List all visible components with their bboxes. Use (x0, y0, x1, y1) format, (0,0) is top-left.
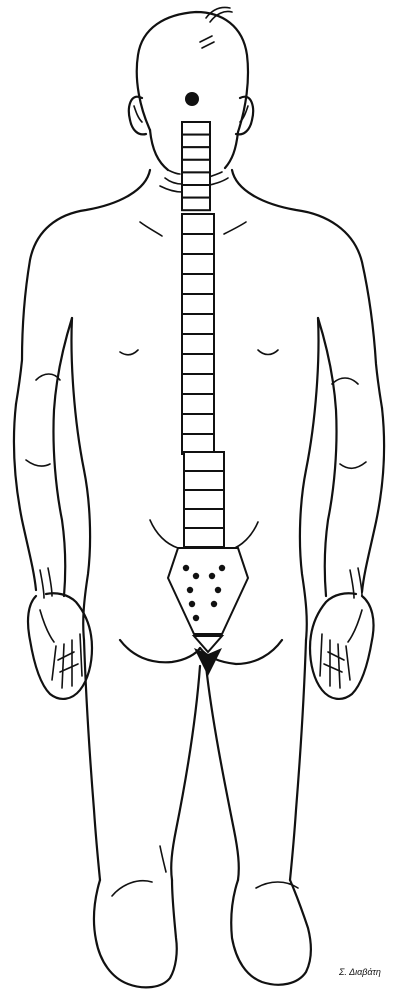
cervical-vertebra (182, 147, 210, 160)
left-hand (28, 593, 92, 699)
spine (168, 122, 248, 676)
thoracic-vertebra (182, 354, 214, 374)
cervical-vertebra (182, 198, 210, 211)
thoracic-vertebra (182, 254, 214, 274)
cervical-vertebra (182, 160, 210, 173)
head-dot (185, 92, 199, 106)
left-leg (84, 640, 200, 987)
thoracic-vertebra (182, 334, 214, 354)
thoracic-vertebra (182, 414, 214, 434)
thoracic-vertebra (182, 294, 214, 314)
thoracic-vertebra (182, 274, 214, 294)
thoracic-vertebra (182, 374, 214, 394)
right-hand (310, 593, 374, 699)
cervical-vertebra (182, 122, 210, 135)
right-leg (206, 640, 311, 985)
lumbar-vertebra (184, 528, 224, 547)
sacral-foramen-dot (211, 601, 217, 607)
sacral-foramen-dot (183, 565, 189, 571)
sacral-foramen-dot (209, 573, 215, 579)
cervical-vertebra (182, 185, 210, 198)
author-credit: Σ. Διαβάτη (339, 967, 401, 977)
cervical-vertebra (182, 172, 210, 185)
lumbar-vertebra (184, 490, 224, 509)
sacral-foramen-dot (193, 615, 199, 621)
right-arm (318, 318, 384, 598)
vertebrae-column (182, 122, 224, 547)
thoracic-vertebra (182, 314, 214, 334)
sacral-foramen-dot (189, 601, 195, 607)
thoracic-vertebra (182, 394, 214, 414)
sacral-foramen-dot (219, 565, 225, 571)
sacral-foramen-dot (187, 587, 193, 593)
thoracic-vertebra (182, 234, 214, 254)
cervical-vertebra (182, 135, 210, 148)
lumbar-vertebra (184, 471, 224, 490)
thoracic-vertebra (182, 214, 214, 234)
sacral-foramen-dot (215, 587, 221, 593)
sacral-foramen-dot (193, 573, 199, 579)
lumbar-vertebra (184, 509, 224, 528)
sacrum (168, 548, 248, 634)
lumbar-vertebra (184, 452, 224, 471)
